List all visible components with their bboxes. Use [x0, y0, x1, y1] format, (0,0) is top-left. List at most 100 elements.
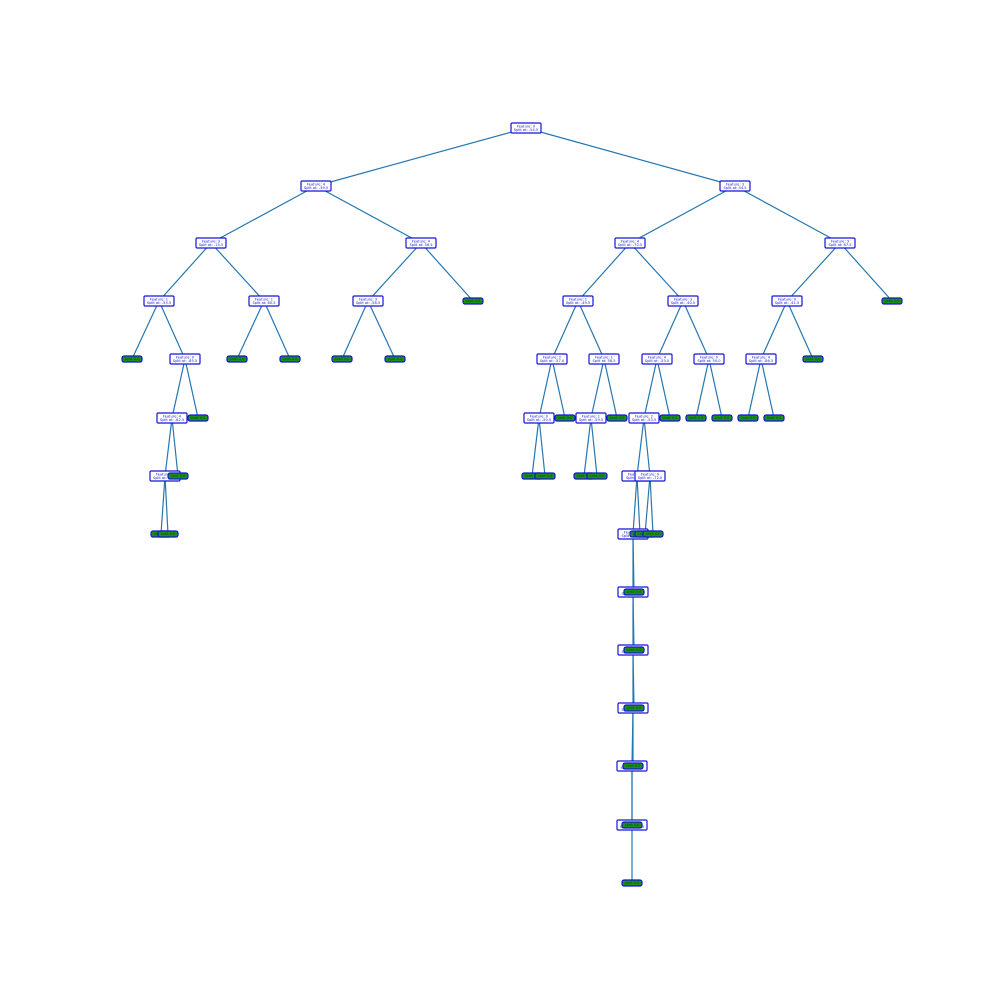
leaf-box [623, 646, 645, 654]
leaf-node: Leaf: 0.0 [226, 355, 248, 363]
tree-edge-n21-n30 [551, 358, 566, 419]
tree-edge-n0-n1 [315, 127, 527, 187]
leaf-box [621, 879, 643, 887]
node-text-line: Leaf: 0.0 [283, 357, 298, 361]
leaf-label: Leaf: 0.0 [558, 416, 573, 420]
leaf-node: Leaf: 0.0 [622, 762, 644, 770]
leaf-box [737, 414, 759, 422]
tree-edge-n55-n58 [632, 649, 635, 709]
tree-edge-n46-n51 [644, 475, 651, 535]
tree-edge-n22-n32 [603, 358, 618, 419]
leaf-node: Leaf: 0.0 [623, 704, 645, 712]
leaf-box [167, 472, 189, 480]
node-text-line: Leaf: 0.0 [663, 416, 678, 420]
split-box [523, 412, 555, 424]
leaf-label: Leaf: 0.0 [715, 416, 730, 420]
leaf-node: Leaf: 0.0 [623, 588, 645, 596]
node-text-line: Feature: 1 [255, 297, 273, 301]
leaf-node: Leaf: 0.0 [586, 472, 608, 480]
leaf-label: Leaf: 0.0 [885, 299, 900, 303]
leaf-node: Leaf: 0.0 [659, 414, 681, 422]
node-text-line: Leaf: 0.0 [388, 357, 403, 361]
tree-edge-n33-n45 [636, 417, 645, 477]
tree-edge-n45-n49 [632, 475, 638, 535]
leaf-label: Leaf: 0.0 [466, 299, 481, 303]
leaf-node: Leaf: 0.0 [621, 821, 643, 829]
split-box [562, 295, 594, 307]
leaf-label: Leaf: 0.0 [590, 474, 605, 478]
tree-edge-n6-n13 [786, 242, 841, 302]
leaf-label: Leaf: 0.0 [171, 474, 186, 478]
tree-edge-n29-n41 [531, 417, 540, 477]
split-box [575, 412, 607, 424]
leaf-node: Leaf: 0.0 [711, 414, 733, 422]
leaf-box [279, 355, 301, 363]
leaf-node: Leaf: 0.0 [279, 355, 301, 363]
node-text-line: Split at: -70.5 [618, 243, 642, 247]
node-text-line: Split at: -82.5 [160, 418, 184, 422]
leaf-label: Leaf: 0.0 [577, 474, 592, 478]
split-box [719, 180, 751, 192]
tree-edge-n12-n23 [656, 300, 684, 360]
tree-edge-n16-n27 [171, 358, 186, 419]
node-text-line: Feature: 4 [412, 239, 431, 243]
split-box [352, 295, 384, 307]
split-box [143, 295, 175, 307]
leaf-node: Leaf: 0.0 [621, 879, 643, 887]
node-text-line: Split at: -85.5 [173, 359, 197, 363]
leaf-node: Leaf: 0.0 [121, 355, 143, 363]
tree-edge-n39-n48 [164, 475, 169, 535]
leaf-box [623, 588, 645, 596]
node-text-line: Split at: -72.0 [638, 476, 663, 480]
tree-edge-n39-n47 [160, 475, 166, 535]
tree-edge-n29-n42 [538, 417, 546, 477]
tree-edge-n11-n21 [551, 300, 579, 360]
tree-edge-n12-n24 [682, 300, 710, 360]
leaf-box [554, 414, 576, 422]
node-text-line: Split at: -57.0 [540, 359, 565, 363]
node-text-line: Leaf: 0.0 [466, 299, 481, 303]
leaf-label: Leaf: 0.0 [191, 416, 206, 420]
split-box [536, 353, 568, 365]
leaf-node: Leaf: 0.0 [763, 414, 785, 422]
leaf-label: Leaf: 0.0 [767, 416, 782, 420]
leaf-label: Leaf: 0.0 [161, 532, 176, 536]
tree-edge-n9-n20 [367, 300, 396, 360]
leaf-node: Leaf: 0.0 [642, 530, 664, 538]
node-text-line: Leaf: 0.0 [558, 416, 573, 420]
node-text-line: Leaf: 0.0 [627, 590, 642, 594]
node-text-line: Split at: -59.5 [579, 418, 603, 422]
node-text-line: Split at: -39.5 [304, 186, 328, 190]
node-text-line: Leaf: 0.0 [125, 357, 140, 361]
node-text-line: Leaf: 0.0 [161, 532, 176, 536]
tree-edge-n8-n18 [263, 300, 291, 360]
node-text-line: Feature: 4 [648, 355, 667, 359]
tree-edge-n4-n9 [367, 242, 422, 302]
node-text-line: Leaf: 0.0 [767, 416, 782, 420]
node-text-line: Leaf: 0.0 [171, 474, 186, 478]
node-text-line: Split at: -58.5 [356, 301, 380, 305]
leaf-box [157, 530, 179, 538]
node-text-line: Leaf: 0.0 [230, 357, 245, 361]
leaf-node: Leaf: 0.0 [167, 472, 189, 480]
